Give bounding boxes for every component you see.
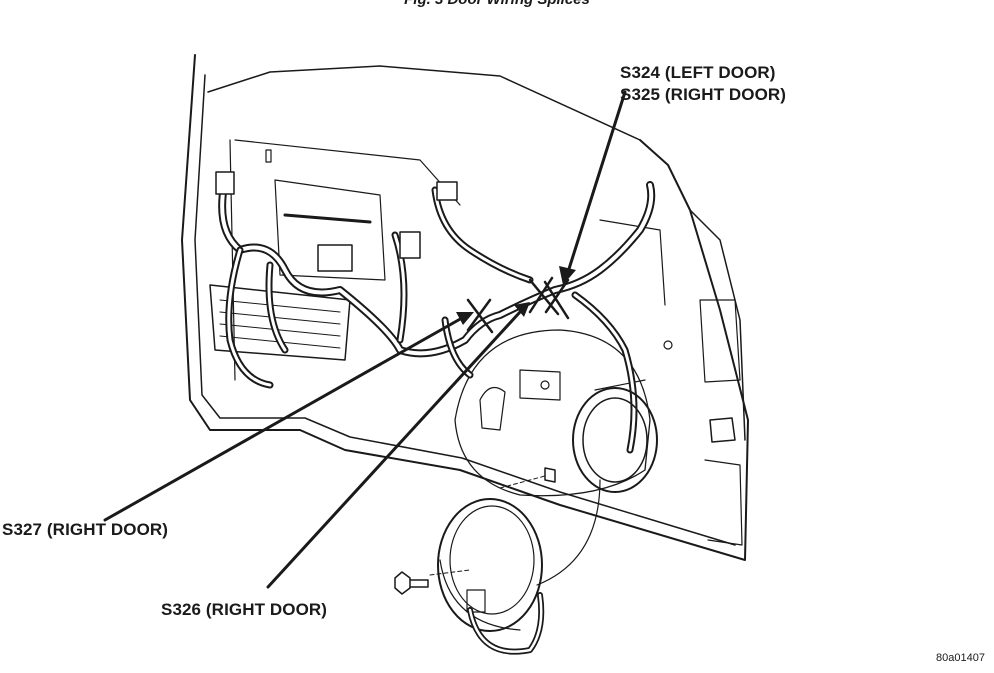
arrowheads [456,266,576,325]
callout-s326: S326 (RIGHT DOOR) [161,600,328,619]
leader-lines [103,90,627,589]
splice-marks [466,276,570,334]
wiring-harness [215,171,656,454]
figure-code: 80a01407 [936,652,985,664]
figure-title: Fig. 3 Door Wiring Splices [0,0,994,8]
callout-s327: S327 (RIGHT DOOR) [2,520,169,539]
speaker-assembly [394,387,658,655]
callout-s324: S324 (LEFT DOOR) [620,63,776,82]
callout-s325: S325 (RIGHT DOOR) [620,85,787,104]
